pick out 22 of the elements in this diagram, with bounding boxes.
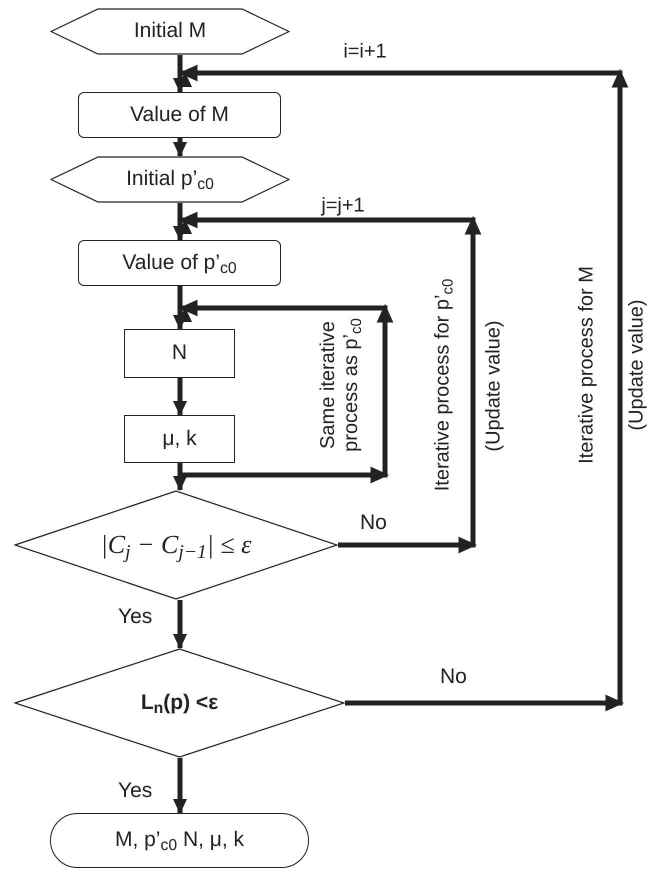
node-label: Value of p’$_{c0}$: [122, 250, 237, 276]
node-label: L$_{n}$(p) <ε: [140, 690, 218, 716]
flow-arrow: [173, 600, 187, 649]
node-label: N: [172, 340, 188, 366]
process-box: [78, 92, 281, 138]
node-label: Initial p’$_{c0}$: [126, 166, 214, 193]
process-box: [78, 240, 281, 286]
node-label: Value of M: [130, 102, 229, 128]
vertical-note: (Update value): [626, 298, 648, 433]
vertical-note: (Update value): [482, 319, 506, 454]
flow-arrow: [173, 378, 187, 416]
node-label: |C$_{j}$ − C$_{j−1}$| ≤ ε: [100, 528, 252, 562]
node-label: M, p’$_{c0}$ N, μ, k: [114, 827, 244, 854]
vertical-note: Iterative process for M: [576, 265, 598, 466]
process-box: [124, 329, 235, 378]
counter-label: i=i+1: [342, 40, 388, 64]
flow-arrow: [173, 758, 187, 814]
node-label: μ, k: [162, 426, 197, 452]
counter-label: j=j+1: [320, 194, 366, 218]
process-box: [124, 415, 235, 463]
flow-arrow: [173, 138, 187, 157]
node-label: Initial M: [134, 18, 206, 44]
